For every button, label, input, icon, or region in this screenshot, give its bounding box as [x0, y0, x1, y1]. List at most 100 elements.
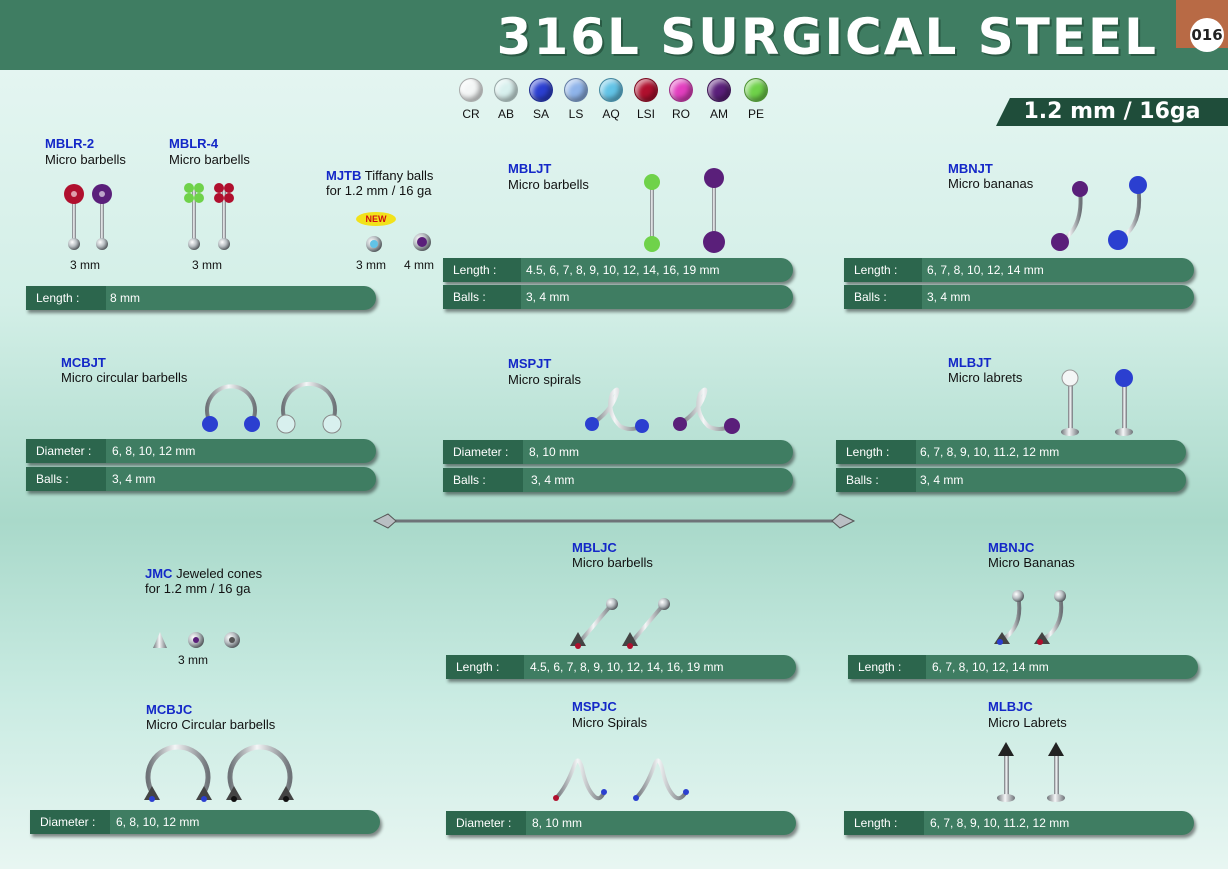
product-image-mblr2: [64, 184, 112, 250]
product-code-mblr2: MBLR-2: [45, 136, 95, 151]
swatch-ab: AB: [490, 78, 522, 121]
spec-label: Balls :: [836, 468, 916, 492]
product-name-mblr4: Micro barbells: [169, 152, 250, 167]
gauge-badge: 1.2 mm / 16ga: [996, 98, 1228, 126]
spec-value: 8, 10 mm: [529, 445, 580, 459]
spec-label: Diameter :: [30, 810, 110, 834]
spec-value: 6, 7, 8, 10, 12, 14 mm: [932, 660, 1049, 674]
product-image-mbljt: [644, 168, 725, 253]
spec-bar-mbljc-length: Length : 4.5, 6, 7, 8, 9, 10, 12, 14, 16…: [446, 655, 796, 679]
product-code-mblr4: MBLR-4: [169, 136, 219, 151]
new-badge: NEW: [356, 212, 396, 226]
spec-bar-mlbjt-length: Length : 6, 7, 8, 9, 10, 11.2, 12 mm: [836, 440, 1186, 464]
product-image-mbnjt: [1051, 176, 1147, 251]
product-title-jmc: JMC Jeweled cones: [145, 566, 262, 581]
swatch-ls: LS: [560, 78, 592, 121]
spec-bar-mspjc-diameter: Diameter : 8, 10 mm: [446, 811, 796, 835]
spec-bar-mcbjc-diameter: Diameter : 6, 8, 10, 12 mm: [30, 810, 380, 834]
product-name-mbljc: Micro barbells: [572, 555, 653, 570]
swatch-am: AM: [703, 78, 735, 121]
product-name-mlbjt: Micro labrets: [948, 370, 1023, 385]
product-name-mbljt: Micro barbells: [508, 177, 589, 192]
spec-label: Length :: [844, 811, 924, 835]
spec-value: 8 mm: [110, 291, 140, 305]
spec-value: 3, 4 mm: [526, 290, 570, 304]
page-title: 316L SURGICAL STEEL: [496, 8, 1158, 66]
divider-ornament: [372, 513, 856, 529]
product-code-mlbjc: MLBJC: [988, 699, 1033, 714]
color-swatch-legend: CR AB SA LS AQ LSI RO AM PE: [455, 78, 775, 124]
product-image-mbljc: [570, 598, 670, 649]
product-name-mbnjt: Micro bananas: [948, 176, 1034, 191]
product-image-mspjt: [585, 387, 740, 434]
product-name-jmc: Jeweled cones: [176, 566, 263, 581]
spec-value: 3, 4 mm: [920, 473, 964, 487]
size-jmc: 3 mm: [178, 653, 208, 667]
spec-value: 3, 4 mm: [112, 472, 156, 486]
product-image-mcbjt: [202, 381, 342, 434]
size-mjtb-2: 4 mm: [404, 258, 434, 272]
spec-value: 4.5, 6, 7, 8, 9, 10, 12, 14, 16, 19 mm: [530, 660, 724, 674]
spec-bar-mblr-length: Length : 8 mm: [26, 286, 376, 310]
product-title-mjtb: MJTB Tiffany balls: [326, 168, 433, 183]
spec-value: 3, 4 mm: [531, 473, 575, 487]
spec-label: Balls :: [443, 468, 523, 492]
spec-value: 8, 10 mm: [532, 816, 583, 830]
product-image-mlbjc: [997, 742, 1065, 802]
product-name-mspjt: Micro spirals: [508, 372, 581, 387]
product-code-mcbjt: MCBJT: [61, 355, 106, 370]
product-image-mspjc: [553, 758, 689, 801]
product-name-mbnjc: Micro Bananas: [988, 555, 1075, 570]
product-image-mblr4: [184, 183, 234, 250]
product-subtitle-mjtb: for 1.2 mm / 16 ga: [326, 183, 432, 198]
spec-label: Balls :: [26, 467, 106, 491]
product-code-mcbjc: MCBJC: [146, 702, 193, 717]
spec-bar-mspjt-balls: Balls : 3, 4 mm: [443, 468, 793, 492]
spec-bar-mbnjt-balls: Balls : 3, 4 mm: [844, 285, 1194, 309]
spec-bar-mcbjt-diameter: Diameter : 6, 8, 10, 12 mm: [26, 439, 376, 463]
product-name-mspjc: Micro Spirals: [572, 715, 648, 730]
product-image-mbnjc: [994, 590, 1066, 645]
product-name-mlbjc: Micro Labrets: [988, 715, 1067, 730]
spec-bar-mbnjt-length: Length : 6, 7, 8, 10, 12, 14 mm: [844, 258, 1194, 282]
spec-label: Diameter :: [443, 440, 523, 464]
product-name-mcbjt: Micro circular barbells: [61, 370, 188, 385]
swatch-aq: AQ: [595, 78, 627, 121]
spec-label: Length :: [443, 258, 521, 282]
spec-value: 6, 7, 8, 10, 12, 14 mm: [927, 263, 1044, 277]
size-mblr4: 3 mm: [192, 258, 222, 272]
product-code-mspjc: MSPJC: [572, 699, 617, 714]
spec-bar-mspjt-diameter: Diameter : 8, 10 mm: [443, 440, 793, 464]
spec-label: Balls :: [443, 285, 521, 309]
spec-bar-mlbjt-balls: Balls : 3, 4 mm: [836, 468, 1186, 492]
spec-label: Balls :: [844, 285, 922, 309]
product-subtitle-jmc: for 1.2 mm / 16 ga: [145, 581, 251, 596]
spec-label: Length :: [26, 286, 106, 310]
size-mjtb-1: 3 mm: [356, 258, 386, 272]
product-image-mcbjc: [144, 744, 294, 802]
spec-label: Diameter :: [446, 811, 526, 835]
spec-label: Length :: [446, 655, 524, 679]
spec-label: Length :: [844, 258, 922, 282]
product-image-jmc: [153, 632, 240, 648]
swatch-cr: CR: [455, 78, 487, 121]
swatch-sa: SA: [525, 78, 557, 121]
spec-label: Length :: [848, 655, 926, 679]
spec-bar-mbnjc-length: Length : 6, 7, 8, 10, 12, 14 mm: [848, 655, 1198, 679]
spec-value: 4.5, 6, 7, 8, 9, 10, 12, 14, 16, 19 mm: [526, 263, 720, 277]
header-band: [0, 0, 1228, 70]
product-code-mbnjt: MBNJT: [948, 161, 993, 176]
swatch-ro: RO: [665, 78, 697, 121]
spec-value: 6, 7, 8, 9, 10, 11.2, 12 mm: [930, 816, 1070, 830]
product-code-mlbjt: MLBJT: [948, 355, 992, 370]
spec-value: 6, 8, 10, 12 mm: [112, 444, 196, 458]
spec-bar-mlbjc-length: Length : 6, 7, 8, 9, 10, 11.2, 12 mm: [844, 811, 1194, 835]
spec-bar-mbljt-balls: Balls : 3, 4 mm: [443, 285, 793, 309]
product-code-mbnjc: MBNJC: [988, 540, 1035, 555]
product-code-jmc: JMC: [145, 566, 173, 581]
spec-value: 6, 7, 8, 9, 10, 11.2, 12 mm: [920, 445, 1060, 459]
spec-label: Diameter :: [26, 439, 106, 463]
product-code-mjtb: MJTB: [326, 168, 362, 183]
swatch-lsi: LSI: [630, 78, 662, 121]
product-name-mcbjc: Micro Circular barbells: [146, 717, 276, 732]
